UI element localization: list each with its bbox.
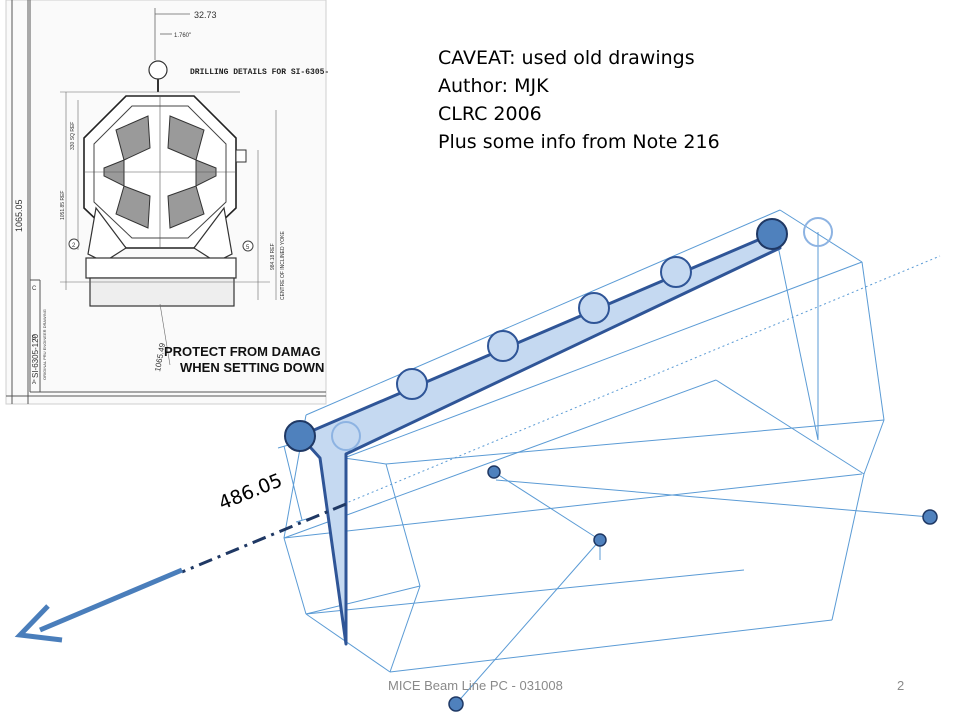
strip-node (756, 218, 788, 250)
drawing-callout-5: 5 (246, 245, 250, 251)
ghost-node (331, 421, 361, 451)
floor-point (922, 509, 938, 525)
floor-points (448, 465, 938, 712)
drawing-dim-small: 1.760" (174, 33, 191, 39)
drawing-dim-left: 1065.05 (14, 199, 24, 232)
drawing-warning-line1: PROTECT FROM DAMAG (164, 344, 321, 359)
strip-node (396, 368, 428, 400)
strip-node (660, 256, 692, 288)
drawing-callout-2: 2 (72, 243, 76, 249)
strip-node (284, 420, 316, 452)
drawing-side-c: C (32, 286, 37, 292)
drawing-dim-a: 330 SQ REF (70, 122, 76, 150)
floor-point (487, 465, 501, 479)
drawing-side-note: ORIGINAL PRU ENGINEER DRAWING (42, 309, 47, 380)
drawing-title: DRILLING DETAILS FOR SI-6305- (190, 68, 329, 77)
note-line: Plus some info from Note 216 (438, 131, 720, 153)
dimension-label: 486.05 (216, 469, 286, 514)
wireframe-box (283, 209, 941, 705)
drawing-dim-c: 984.18 REF (270, 243, 276, 270)
beam-arrow-icon (14, 604, 63, 643)
note-line: Author: MJK (438, 75, 549, 97)
strip-node (487, 330, 519, 362)
drawing-dim-c2: CENTRE OF INCLINED YOKE (280, 231, 286, 300)
strip-node (578, 292, 610, 324)
pole-strip (298, 232, 782, 646)
floor-point (448, 696, 464, 712)
strip-nodes (284, 217, 833, 452)
ghost-node (803, 217, 833, 247)
caveat-notes: CAVEAT: used old drawings Author: MJK CL… (438, 44, 720, 156)
drawing-warning-line2: WHEN SETTING DOWN (180, 360, 324, 375)
drawing-dim-top: 32.73 (194, 10, 217, 20)
floor-point (593, 533, 607, 547)
drawing-dim-b: 1051.85 REF (60, 191, 66, 220)
note-line: CLRC 2006 (438, 103, 542, 125)
scanned-magnet-drawing: 32.73 1.760" DRILLING DETAILS FOR SI-630… (5, 0, 329, 405)
page-number: 2 (897, 678, 905, 693)
footer-title: MICE Beam Line PC - 031008 (388, 678, 563, 693)
drawing-side-number: SI-6305-120 (31, 333, 40, 378)
beam-axis (39, 502, 347, 633)
drawing-side-b: B (32, 336, 36, 342)
drawing-side-a: A (32, 380, 36, 386)
note-line: CAVEAT: used old drawings (438, 47, 695, 69)
